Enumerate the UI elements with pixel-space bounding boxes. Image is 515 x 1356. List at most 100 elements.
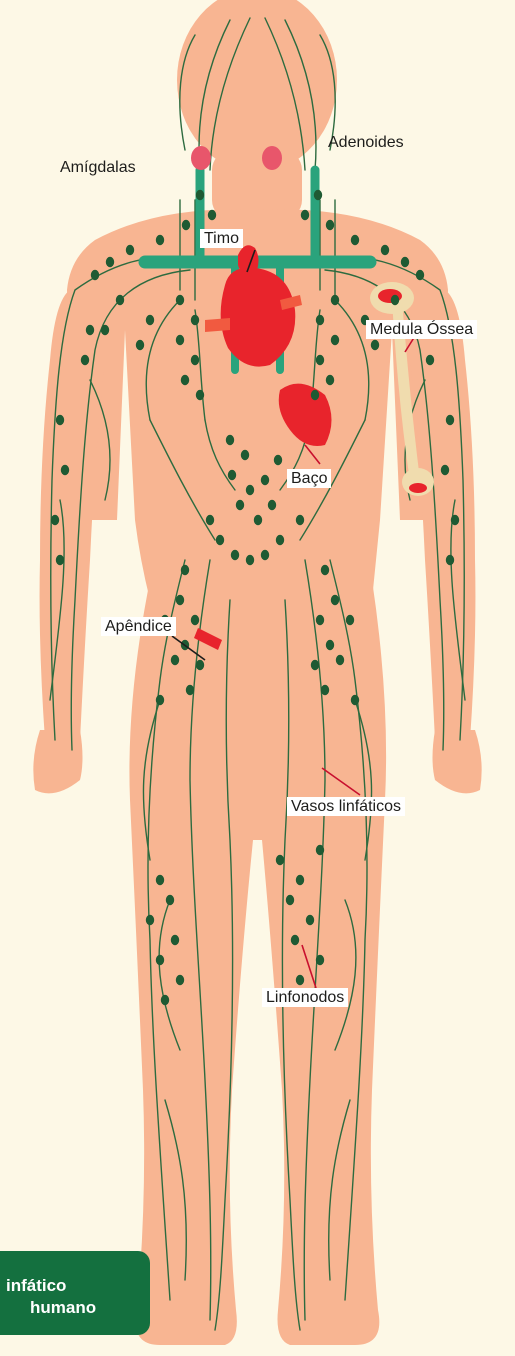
lymph-node [446, 555, 454, 565]
lymph-node [81, 355, 89, 365]
lymph-node [241, 450, 249, 460]
lymph-node [136, 340, 144, 350]
lymph-node [276, 855, 284, 865]
lymph-node [331, 335, 339, 345]
lymph-node [196, 390, 204, 400]
lymph-node [246, 555, 254, 565]
lymph-node [171, 935, 179, 945]
label-medula-ossea: Medula Óssea [366, 320, 477, 339]
lymph-node [181, 375, 189, 385]
label-amigdalas: Amígdalas [60, 158, 136, 177]
lymph-node [311, 660, 319, 670]
lymph-node [296, 975, 304, 985]
tonsil-left [191, 146, 211, 170]
lymph-node [161, 995, 169, 1005]
lymph-node [441, 465, 449, 475]
lymph-node [191, 315, 199, 325]
lymph-node [316, 355, 324, 365]
lymph-node [156, 235, 164, 245]
lymph-node [126, 245, 134, 255]
lymph-node [326, 375, 334, 385]
label-timo: Timo [200, 229, 243, 248]
lymph-node [182, 220, 190, 230]
caption-line-2: humano [0, 1297, 150, 1319]
lymph-node [351, 235, 359, 245]
lymph-node [246, 485, 254, 495]
lymph-node [176, 595, 184, 605]
lymph-node [208, 210, 216, 220]
label-adenoides: Adenoides [328, 133, 404, 152]
lymph-node [401, 257, 409, 267]
caption-box: infático humano [0, 1251, 150, 1335]
lymph-node [451, 515, 459, 525]
lymph-node [191, 355, 199, 365]
lymph-node [146, 315, 154, 325]
label-linfonodos: Linfonodos [262, 988, 348, 1007]
lymph-node [91, 270, 99, 280]
lymph-node [61, 465, 69, 475]
lymph-node [156, 875, 164, 885]
label-baco: Baço [287, 469, 331, 488]
lymph-node [268, 500, 276, 510]
lymph-node [391, 295, 399, 305]
lymph-node [226, 435, 234, 445]
lymph-node [56, 555, 64, 565]
lymph-node [331, 595, 339, 605]
lymph-node [228, 470, 236, 480]
lymph-node [446, 415, 454, 425]
lymph-node [286, 895, 294, 905]
lymph-node [381, 245, 389, 255]
lymph-node [156, 695, 164, 705]
lymph-node [416, 270, 424, 280]
lymph-node [186, 685, 194, 695]
lymph-node [166, 895, 174, 905]
lymph-node [176, 295, 184, 305]
lymph-node [171, 655, 179, 665]
lymph-node [336, 655, 344, 665]
lymph-node [231, 550, 239, 560]
lymph-node [116, 295, 124, 305]
lymph-node [196, 660, 204, 670]
lymph-node [316, 315, 324, 325]
lymph-node [346, 615, 354, 625]
label-apendice: Apêndice [101, 617, 176, 636]
lymph-node [306, 915, 314, 925]
lymph-node [56, 415, 64, 425]
lymph-node [316, 955, 324, 965]
lymph-node [316, 615, 324, 625]
adenoid-right [262, 146, 282, 170]
lymph-node [86, 325, 94, 335]
lymph-node [316, 845, 324, 855]
caption-line-1: infático [0, 1275, 150, 1297]
lymph-node [311, 390, 319, 400]
lymph-node [181, 565, 189, 575]
lymph-node [331, 295, 339, 305]
lymph-node [326, 640, 334, 650]
label-vasos-linfaticos: Vasos linfáticos [287, 797, 405, 816]
lymph-node [426, 355, 434, 365]
lymph-node [146, 915, 154, 925]
lymph-node [351, 695, 359, 705]
lymph-node [301, 210, 309, 220]
lymph-node [51, 515, 59, 525]
lymph-node [101, 325, 109, 335]
lymph-node [254, 515, 262, 525]
lymph-node [196, 190, 204, 200]
lymph-node [156, 955, 164, 965]
lymph-node [296, 515, 304, 525]
lymph-node [371, 340, 379, 350]
lymph-node [321, 685, 329, 695]
lymph-node [291, 935, 299, 945]
lymph-node [314, 190, 322, 200]
lymph-node [176, 335, 184, 345]
lymph-node [206, 515, 214, 525]
lymph-node [236, 500, 244, 510]
lymph-node [276, 535, 284, 545]
lymph-node [321, 565, 329, 575]
body-silhouette [33, 0, 481, 1345]
lymph-node [106, 257, 114, 267]
lymph-node [274, 455, 282, 465]
lymph-node [261, 475, 269, 485]
lymph-node [191, 615, 199, 625]
